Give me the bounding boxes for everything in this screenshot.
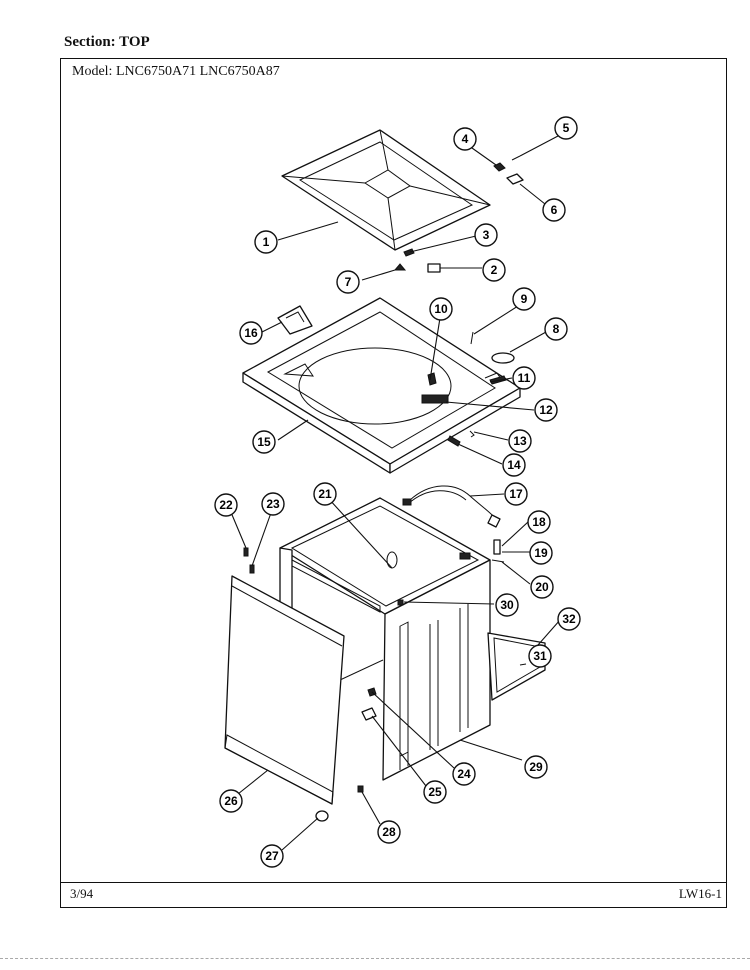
callout-4: 4 bbox=[453, 127, 477, 151]
diagram-frame bbox=[60, 58, 727, 908]
part-front-panel bbox=[224, 575, 345, 805]
callout-21: 21 bbox=[313, 482, 337, 506]
callout-label: 10 bbox=[434, 302, 448, 316]
callout-2: 2 bbox=[482, 258, 506, 282]
callout-label: 4 bbox=[462, 132, 469, 146]
callout-12: 12 bbox=[534, 398, 558, 422]
callout-label: 16 bbox=[244, 326, 258, 340]
part-cabinet bbox=[279, 497, 491, 781]
model-line: Model: LNC6750A71 LNC6750A87 bbox=[72, 64, 280, 80]
callout-6: 6 bbox=[542, 198, 566, 222]
part-top-frame bbox=[242, 297, 521, 474]
callout-label: 12 bbox=[539, 403, 553, 417]
callout-5: 5 bbox=[554, 116, 578, 140]
callout-label: 19 bbox=[534, 546, 548, 560]
callout-label: 15 bbox=[257, 435, 271, 449]
callout-29: 29 bbox=[524, 755, 548, 779]
callout-17: 17 bbox=[504, 482, 528, 506]
part-power-cord bbox=[402, 485, 501, 528]
part-frame-hardware bbox=[427, 331, 515, 447]
callout-label: 9 bbox=[521, 292, 528, 306]
part-dispenser-cup bbox=[277, 305, 313, 335]
callout-15: 15 bbox=[252, 430, 276, 454]
callout-23: 23 bbox=[261, 492, 285, 516]
footer-rule bbox=[61, 882, 726, 883]
callout-27: 27 bbox=[260, 844, 284, 868]
callout-label: 29 bbox=[529, 760, 543, 774]
callout-3: 3 bbox=[474, 223, 498, 247]
callout-31: 31 bbox=[528, 644, 552, 668]
callout-label: 20 bbox=[535, 580, 549, 594]
callout-16: 16 bbox=[239, 321, 263, 345]
callout-label: 26 bbox=[224, 794, 238, 808]
callout-label: 32 bbox=[562, 612, 576, 626]
callout-1: 1 bbox=[254, 230, 278, 254]
callout-label: 30 bbox=[500, 598, 514, 612]
callout-20: 20 bbox=[530, 575, 554, 599]
section-label: Section: bbox=[64, 34, 116, 50]
footer-page-code: LW16-1 bbox=[678, 886, 722, 901]
model-number-1: LNC6750A71 bbox=[115, 64, 197, 79]
callout-label: 21 bbox=[318, 487, 332, 501]
callout-14: 14 bbox=[502, 453, 526, 477]
leader-lines bbox=[229, 135, 561, 851]
callout-7: 7 bbox=[336, 270, 360, 294]
part-lid-switch-parts bbox=[393, 248, 441, 273]
callout-26: 26 bbox=[219, 789, 243, 813]
callout-label: 23 bbox=[266, 497, 280, 511]
callout-label: 6 bbox=[551, 203, 558, 217]
section-title: Section: TOP bbox=[64, 34, 150, 51]
callout-30: 30 bbox=[495, 593, 519, 617]
callout-label: 3 bbox=[483, 228, 490, 242]
callout-label: 28 bbox=[382, 825, 396, 839]
callout-10: 10 bbox=[429, 297, 453, 321]
callout-label: 18 bbox=[532, 515, 546, 529]
callout-24: 24 bbox=[452, 762, 476, 786]
callout-22: 22 bbox=[214, 493, 238, 517]
callout-label: 7 bbox=[345, 275, 352, 289]
model-number-2: LNC6750A87 bbox=[199, 64, 280, 79]
scan-artifact-line bbox=[0, 958, 750, 962]
callout-25: 25 bbox=[423, 780, 447, 804]
callout-18: 18 bbox=[527, 510, 551, 534]
part-side-bracket bbox=[491, 539, 505, 563]
callout-28: 28 bbox=[377, 820, 401, 844]
callout-label: 14 bbox=[507, 458, 521, 472]
callout-19: 19 bbox=[529, 541, 553, 565]
callout-label: 2 bbox=[491, 263, 498, 277]
section-value: TOP bbox=[119, 34, 150, 50]
callout-label: 17 bbox=[509, 487, 523, 501]
callout-label: 8 bbox=[553, 322, 560, 336]
callout-label: 25 bbox=[428, 785, 442, 799]
callout-label: 24 bbox=[457, 767, 471, 781]
part-lid-hinge-hardware bbox=[493, 155, 524, 185]
callout-label: 11 bbox=[518, 371, 531, 385]
model-label: Model: bbox=[72, 64, 113, 79]
callout-label: 1 bbox=[263, 235, 270, 249]
callout-label: 27 bbox=[265, 849, 279, 863]
callout-13: 13 bbox=[508, 429, 532, 453]
callout-9: 9 bbox=[512, 287, 536, 311]
callout-label: 31 bbox=[533, 649, 547, 663]
callout-label: 13 bbox=[513, 434, 527, 448]
footer-date: 3/94 bbox=[70, 886, 94, 901]
callout-11: 11 bbox=[512, 366, 536, 390]
callout-label: 22 bbox=[219, 498, 233, 512]
callout-8: 8 bbox=[544, 317, 568, 341]
callout-32: 32 bbox=[557, 607, 581, 631]
part-top-lid bbox=[281, 129, 491, 251]
callout-label: 5 bbox=[563, 121, 570, 135]
